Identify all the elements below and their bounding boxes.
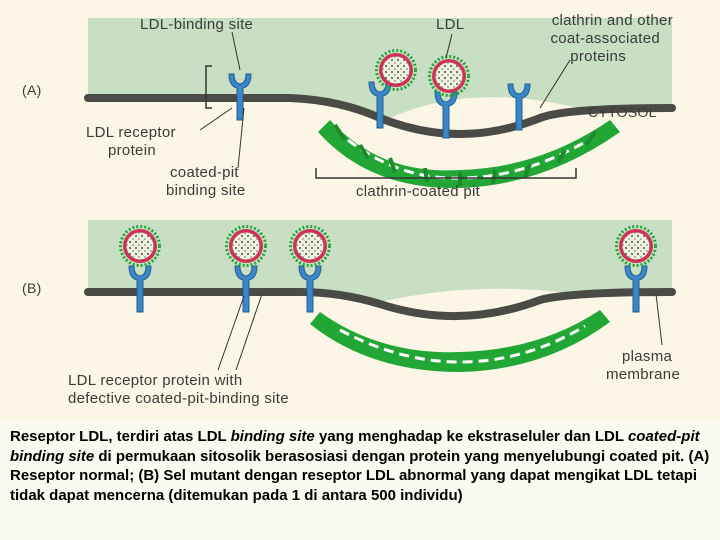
label-clathrin-1: clathrin and other: [551, 12, 673, 29]
caption-text-2: yang menghadap ke ekstraseluler dan LDL: [314, 428, 628, 445]
label-receptor-1: LDL receptor: [86, 124, 176, 141]
panel-a-tag: (A): [22, 82, 42, 98]
leader-defective-1: [217, 295, 245, 371]
leader-plasma-membrane: [655, 293, 663, 346]
caption-italic-2: coated-pit binding site: [10, 428, 700, 465]
ldl-receptor-diagram: [84, 18, 676, 372]
panel-b-clathrin-coat: [310, 310, 610, 372]
label-clathrin-3: proteins: [570, 48, 626, 65]
leader-ldl-binding: [231, 31, 241, 71]
label-ldl: LDL: [436, 16, 465, 33]
leader-clathrin: [539, 59, 571, 109]
label-ldl-binding-site: LDL-binding site: [140, 16, 254, 33]
panel-b-membrane: [84, 288, 676, 321]
panel-b-tag: (B): [22, 280, 42, 296]
label-defective-1: LDL receptor protein with: [68, 372, 243, 389]
label-plasma: plasma: [622, 348, 673, 365]
label-defective-2: defective coated-pit-binding site: [68, 390, 289, 407]
leader-defective-2: [235, 293, 263, 371]
label-clathrin-2: coat-associated: [550, 30, 660, 47]
panel-a-bracket: [205, 65, 212, 109]
label-clathrin-coated-pit: clathrin-coated pit: [356, 183, 481, 200]
diagram-figure: (A) LDL-binding site LDL clathrin and ot…: [22, 12, 681, 407]
leader-ldl: [445, 33, 453, 59]
caption-text-1: Reseptor LDL, terdiri atas LDL: [10, 428, 231, 445]
leader-coated-pit: [237, 107, 245, 169]
clathrin-coated-pit-bracket: [315, 168, 577, 179]
caption-text-3: di permukaan sitosolik berasosiasi denga…: [10, 447, 710, 504]
label-cytosol: CYTOSOL: [588, 104, 657, 120]
panel-a-membrane: [84, 94, 676, 138]
label-coated-pit-2: binding site: [166, 182, 246, 199]
leader-receptor: [199, 107, 233, 131]
figure-caption: Reseptor LDL, terdiri atas LDL binding s…: [10, 427, 715, 505]
label-receptor-2: protein: [108, 142, 156, 159]
label-coated-pit-1: coated-pit: [170, 164, 239, 181]
label-membrane: membrane: [606, 366, 681, 383]
caption-italic-1: binding site: [230, 428, 315, 445]
